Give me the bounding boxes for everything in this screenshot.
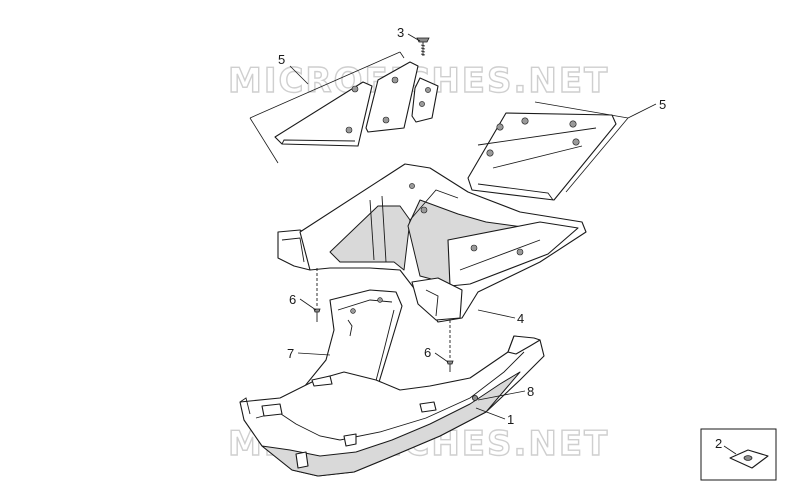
callout-7: 7 — [287, 346, 294, 361]
footrest-frame-part-4 — [277, 163, 587, 323]
callout-1: 1 — [507, 412, 514, 427]
lower-body-part-1 — [239, 335, 545, 477]
callout-3: 3 — [397, 25, 404, 40]
inset-box-part-2: 2 — [700, 428, 777, 481]
callout-6-right: 6 — [424, 345, 431, 360]
callout-leaders — [289, 33, 657, 420]
callout-4: 4 — [517, 311, 524, 326]
fastener-screws-part-6 — [313, 268, 454, 372]
callout-5-right: 5 — [659, 97, 666, 112]
callout-6-left: 6 — [289, 292, 296, 307]
inset-callout-2: 2 — [715, 436, 722, 451]
left-footrest-plates — [249, 51, 439, 164]
right-footrest-plates — [467, 101, 629, 201]
callout-5-left: 5 — [278, 52, 285, 67]
callout-8: 8 — [527, 384, 534, 399]
